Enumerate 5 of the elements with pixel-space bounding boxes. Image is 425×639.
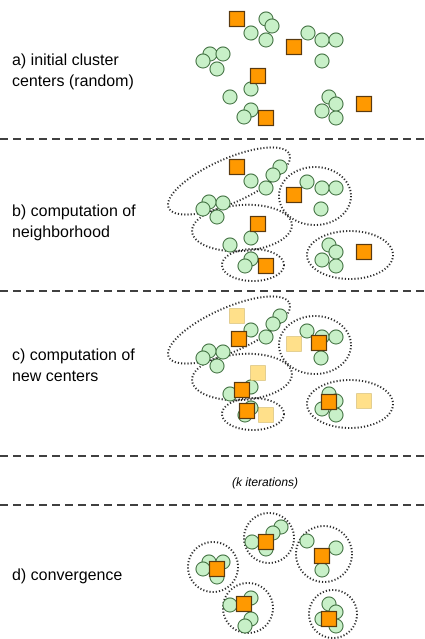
panel-caption: c) computation of new centers <box>12 346 136 387</box>
panel-caption: b) computation of neighborhood <box>12 202 137 243</box>
iterations-note: (k iterations) <box>232 474 300 491</box>
panel-caption: d) convergence <box>12 566 124 586</box>
panel-caption: a) initial cluster centers (random) <box>12 51 135 92</box>
